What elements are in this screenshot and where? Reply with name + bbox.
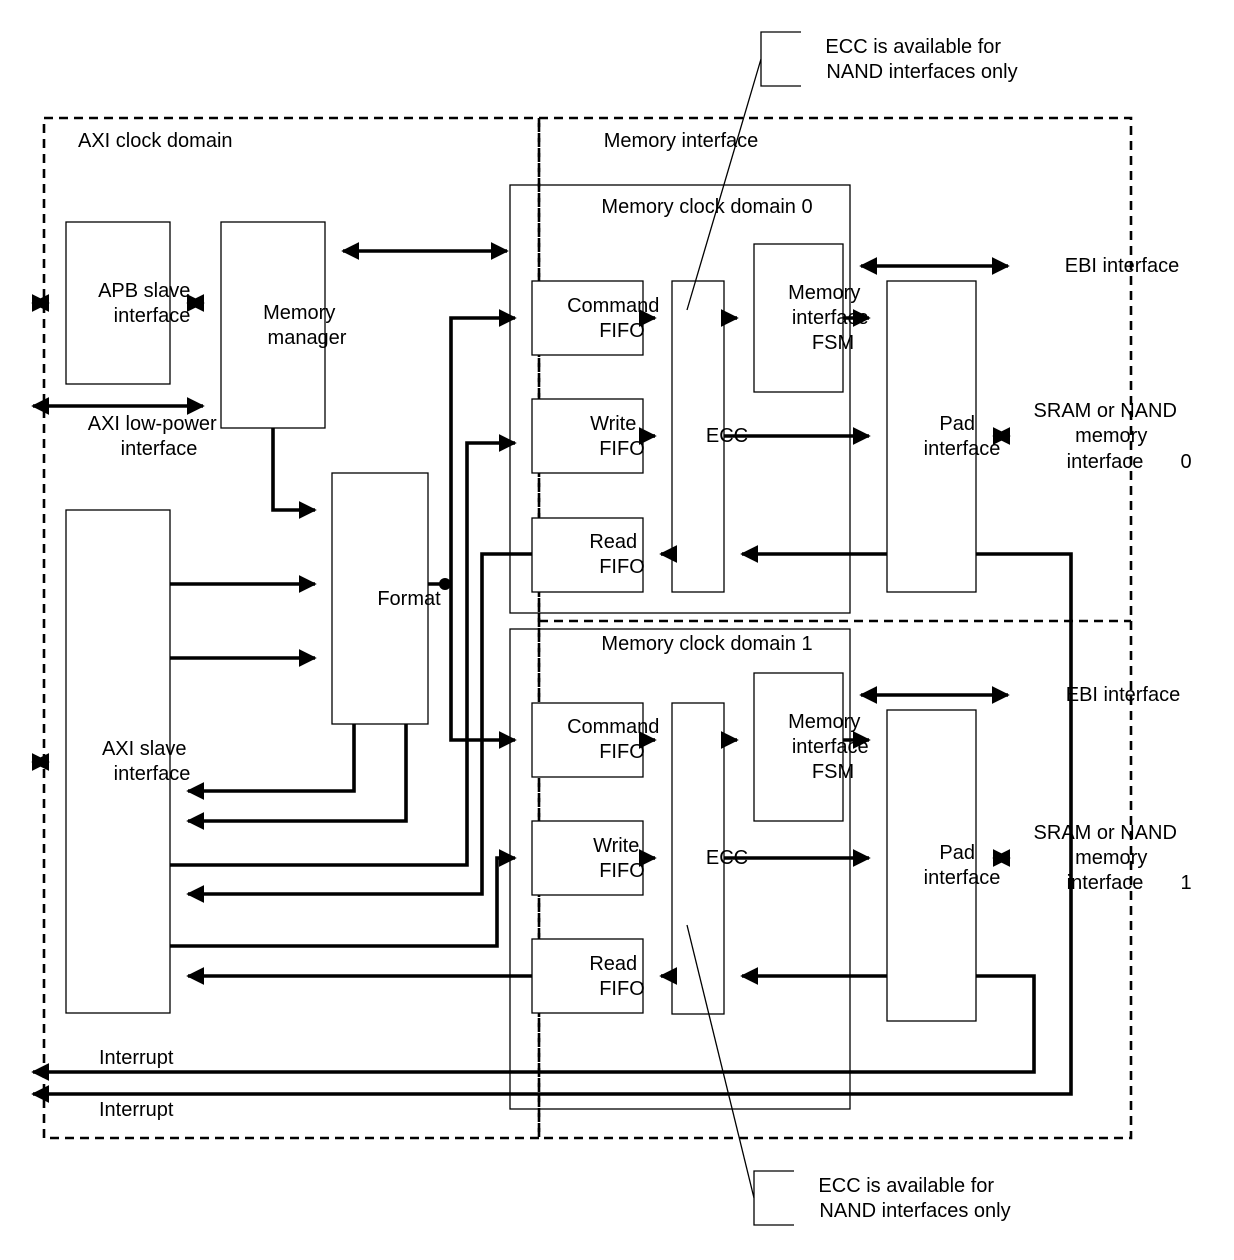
axi-slave-label: AXI slave interface <box>102 738 192 785</box>
command-fifo-1 <box>531 702 644 778</box>
memory-clock-domain-1-label: Memory clock domain 1 <box>601 633 812 655</box>
ebi-interface-1-label: EBI interface <box>1066 684 1181 706</box>
interrupt-0-arrow <box>31 552 1073 1103</box>
format-to-axi-slave-arrow-2 <box>186 724 408 830</box>
memory-interface-label: Memory interface <box>604 130 759 152</box>
mem-if-fsm-0 <box>753 243 844 393</box>
ebi-interface-0-label: EBI interface <box>1065 255 1180 277</box>
read-fifo-0-label: Read FIFO <box>589 531 644 578</box>
mem-if-fsm-1-label: Memory interface FSM <box>788 711 874 783</box>
axi-slave-block <box>65 509 171 1014</box>
memory-clock-domain-0-box <box>509 184 851 614</box>
ecc-note-top: ECC is available for NAND interfaces onl… <box>825 36 1017 83</box>
format-label: Format <box>377 588 441 610</box>
ecc-block-0 <box>671 280 725 593</box>
axi-clock-domain-label: AXI clock domain <box>78 130 233 152</box>
memory-interface-domain <box>537 116 1133 1140</box>
apb-slave-label: APB slave interface <box>98 280 196 327</box>
read-fifo-0 <box>531 517 644 593</box>
write-fifo-0-label: Write FIFO <box>590 413 645 460</box>
ecc-note-bracket-top <box>760 31 801 87</box>
memory-clock-domain-0-label: Memory clock domain 0 <box>601 196 812 218</box>
ecc-0-label: ECC <box>706 425 748 447</box>
write-fifo-1 <box>531 820 644 896</box>
axi-slave-to-write-fifo-1-arrow <box>170 849 517 948</box>
write-fifo-0 <box>531 398 644 474</box>
format-junction-dot <box>439 578 451 590</box>
apb-slave-block <box>65 221 171 385</box>
interrupt-1-arrow <box>31 974 1036 1081</box>
interrupt-label-1: Interrupt <box>99 1047 174 1069</box>
format-to-command-fifo-0-arrow <box>449 309 517 584</box>
axi-low-power-label: AXI low-power interface <box>88 413 223 460</box>
command-fifo-0-label: Command FIFO <box>567 295 665 342</box>
memory-manager-label: Memory manager <box>263 302 347 349</box>
mem-if-fsm-0-label: Memory interface FSM <box>788 282 874 354</box>
read-fifo-0-to-axi-slave-arrow <box>186 552 532 903</box>
ecc-block-1 <box>671 702 725 1015</box>
pad-interface-1 <box>886 709 977 1022</box>
ecc-1-label: ECC <box>706 847 748 869</box>
interrupt-label-0: Interrupt <box>99 1099 174 1121</box>
format-to-axi-slave-arrow-1 <box>186 724 356 800</box>
axi-clock-domain <box>42 116 541 1140</box>
sram-nand-index-0: 0 <box>1180 451 1191 473</box>
read-fifo-1-label: Read FIFO <box>589 953 644 1000</box>
sram-nand-interface-0-label: SRAM or NAND memory interface <box>1034 400 1183 473</box>
pad-interface-1-label: Pad interface <box>924 842 1001 889</box>
command-fifo-1-label: Command FIFO <box>567 716 665 763</box>
memory-clock-domain-1-box <box>509 628 851 1110</box>
memory-manager-to-format-arrow <box>271 428 317 519</box>
ecc-note-bottom: ECC is available for NAND interfaces onl… <box>818 1175 1010 1222</box>
ecc-note-leader-top <box>686 58 762 311</box>
format-block <box>331 472 429 725</box>
read-fifo-1 <box>531 938 644 1014</box>
pad-interface-0 <box>886 280 977 593</box>
format-to-command-fifo-1-arrow <box>449 584 517 749</box>
sram-nand-index-1: 1 <box>1180 872 1191 894</box>
pad-interface-0-label: Pad interface <box>924 413 1001 460</box>
ecc-note-bracket-bottom <box>753 1170 794 1226</box>
axi-slave-to-write-fifo-0-arrow <box>170 434 517 867</box>
write-fifo-1-label: Write FIFO <box>593 835 645 882</box>
mem-if-fsm-1 <box>753 672 844 822</box>
command-fifo-0 <box>531 280 644 356</box>
sram-nand-interface-1-label: SRAM or NAND memory interface <box>1034 822 1183 894</box>
ecc-note-leader-bottom <box>686 924 755 1199</box>
memory-manager-block <box>220 221 326 429</box>
